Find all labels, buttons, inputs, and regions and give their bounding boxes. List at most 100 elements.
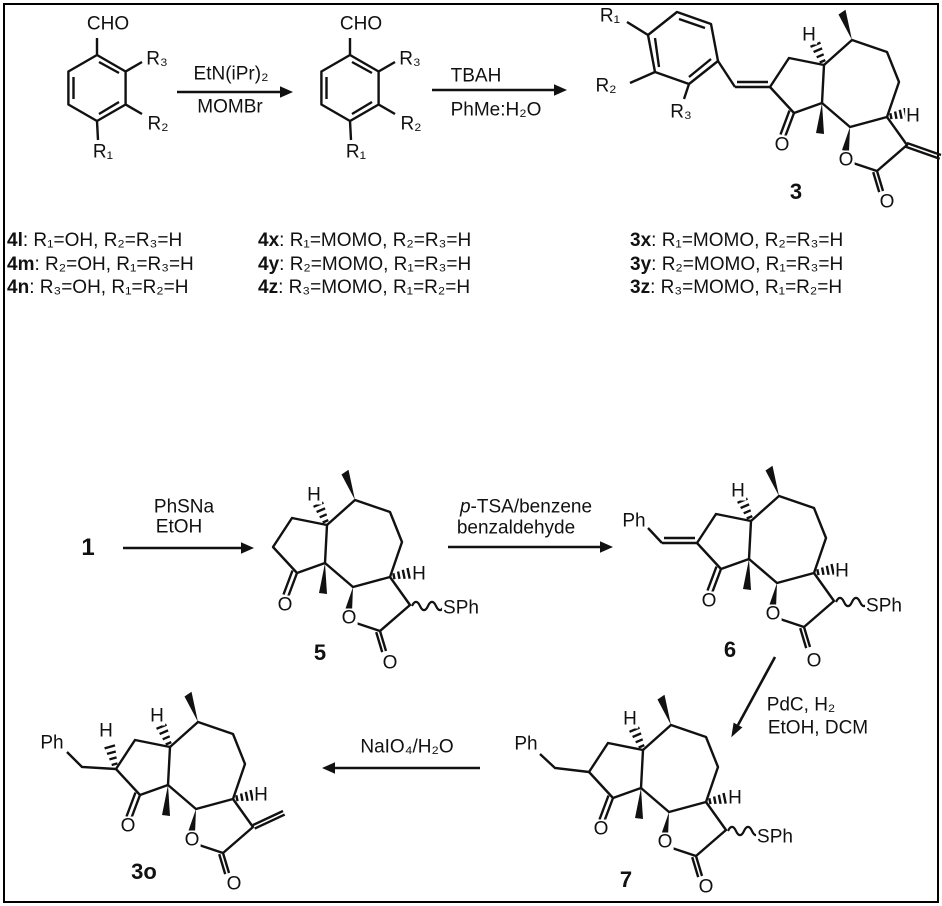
legend-3y-rest: : R₂=MOMO, R₁=R₃=H [651, 254, 844, 275]
stereo-h-label: H [98, 720, 114, 742]
compound-5-label: 5 [313, 640, 327, 665]
legend-4x-rest: : R₁=MOMO, R₂=R₃=H [279, 230, 472, 251]
ketone-o-label: O [276, 594, 294, 616]
r3-label: R₃ [145, 48, 169, 70]
r3-label: R₃ [669, 101, 693, 123]
lactone-o-label: O [656, 831, 674, 853]
lactone-o-label: O [183, 829, 201, 851]
reagent-step2-above: TBAH [450, 65, 502, 87]
carbonyl-o-label: O [805, 650, 823, 672]
ph-label: Ph [513, 733, 539, 755]
legend-3x-rest: : R₁=MOMO, R₂=R₃=H [651, 230, 844, 251]
structure-compound6 [647, 464, 870, 650]
compound-6-label: 6 [723, 637, 737, 662]
legend-4z-id: 4z [258, 277, 279, 298]
legend-4z-rest: : R₃=MOMO, R₁=R₂=H [278, 277, 471, 298]
structure-compound7 [539, 693, 762, 879]
stereo-h-label: H [727, 787, 743, 809]
legend-3y: 3y: R₂=MOMO, R₁=R₃=H [630, 255, 843, 274]
arrow-step4 [448, 541, 613, 553]
r2-label: R₂ [594, 75, 618, 97]
ketone-o-label: O [119, 815, 137, 837]
lactone-o-label: O [340, 607, 358, 629]
carbonyl-o-label: O [225, 873, 243, 895]
legend-4m-id: 4m [7, 254, 35, 275]
legend-3x: 3x: R₁=MOMO, R₂=R₃=H [630, 231, 843, 250]
sph-label: SPh [865, 595, 903, 617]
carbonyl-o-label: O [381, 652, 399, 674]
sph-label: SPh [756, 826, 794, 848]
compound-7-label: 7 [619, 867, 633, 892]
legend-4n: 4n: R₃=OH, R₁=R₂=H [7, 278, 189, 297]
sph-label: SPh [442, 597, 480, 619]
legend-3z-rest: : R₃=MOMO, R₁=R₂=H [650, 277, 843, 298]
ph-label: Ph [39, 732, 65, 754]
carbonyl-o-label: O [697, 876, 715, 898]
ketone-o-label: O [773, 134, 791, 156]
legend-4y-rest: : R₂=MOMO, R₁=R₃=H [279, 254, 472, 275]
r1-label: R₁ [598, 5, 622, 27]
reagent-step1-below: MOMBr [197, 96, 263, 118]
legend-4l: 4l: R₁=OH, R₂=R₃=H [7, 231, 182, 250]
stereo-h-label: H [149, 705, 165, 727]
reagent-step3-line2: EtOH [155, 516, 203, 538]
lactone-o-label: O [764, 603, 782, 625]
reagent-step5-line2: EtOH, DCM [767, 717, 869, 739]
structure-compound3 [716, 8, 942, 194]
reagent-step6-above: NaIO₄/H₂O [360, 736, 454, 758]
arrow-step6 [322, 762, 480, 774]
structure-benzaldehyde-left [67, 38, 143, 141]
legend-4l-id: 4l [7, 230, 23, 251]
legend-4m-rest: : R₂=OH, R₁=R₃=H [34, 254, 194, 275]
arrow-step5 [731, 656, 777, 738]
legend-4x-id: 4x [258, 230, 280, 251]
reagent-step3-line1: PhSNa [153, 496, 215, 518]
structure-compound3o [66, 690, 286, 876]
legend-3z: 3z: R₃=MOMO, R₁=R₂=H [630, 278, 842, 297]
stereo-h-label: H [730, 480, 746, 502]
r1-label: R₁ [91, 141, 115, 163]
lactone-o-label: O [837, 149, 855, 171]
figure-border [3, 3, 939, 903]
legend-3z-id: 3z [630, 277, 651, 298]
r2-label: R₂ [146, 113, 170, 135]
reagent-step2-below: PhMe:H₂O [450, 99, 542, 121]
reagent-step5-line1: PdC, H₂ [766, 694, 836, 716]
reagent-step4-line1: p-TSA/benzene [460, 498, 592, 517]
arrow-step3 [123, 542, 254, 554]
legend-4n-rest: : R₃=OH, R₁=R₂=H [29, 277, 189, 298]
ketone-o-label: O [592, 818, 610, 840]
arrow-step1 [177, 86, 293, 98]
reagent-step4-italic-p: p [459, 496, 471, 518]
legend-4n-id: 4n [7, 277, 30, 298]
legend-3x-id: 3x [630, 230, 652, 251]
stereo-h-label: H [253, 784, 269, 806]
r2-label: R₂ [399, 113, 423, 135]
r3-label: R₃ [398, 48, 422, 70]
legend-4z: 4z: R₃=MOMO, R₁=R₂=H [258, 278, 470, 297]
stereo-h-label: H [306, 484, 322, 506]
legend-3y-id: 3y [630, 254, 652, 275]
compound-1-label: 1 [81, 534, 95, 561]
cho-label: CHO [85, 13, 131, 35]
legend-4y-id: 4y [258, 254, 280, 275]
structure-compound3-aryl [626, 10, 720, 100]
structure-compound5 [271, 468, 446, 654]
compound-3-label: 3 [789, 179, 803, 204]
stereo-h-label: H [834, 560, 850, 582]
stereo-h-label: H [411, 563, 427, 585]
ph-label: Ph [621, 510, 647, 532]
compound-3o-label: 3o [131, 859, 157, 884]
legend-4m: 4m: R₂=OH, R₁=R₃=H [7, 255, 194, 274]
ketone-o-label: O [700, 590, 718, 612]
reagent-step1-above: EtN(iPr)₂ [193, 63, 269, 85]
arrow-step2 [432, 84, 567, 96]
structure-benzaldehyde-mid [320, 38, 396, 141]
carbonyl-o-label: O [878, 191, 896, 213]
legend-4y: 4y: R₂=MOMO, R₁=R₃=H [258, 255, 471, 274]
stereo-h-label: H [905, 105, 921, 127]
legend-4x: 4x: R₁=MOMO, R₂=R₃=H [258, 231, 471, 250]
legend-4l-rest: : R₁=OH, R₂=R₃=H [22, 230, 183, 251]
